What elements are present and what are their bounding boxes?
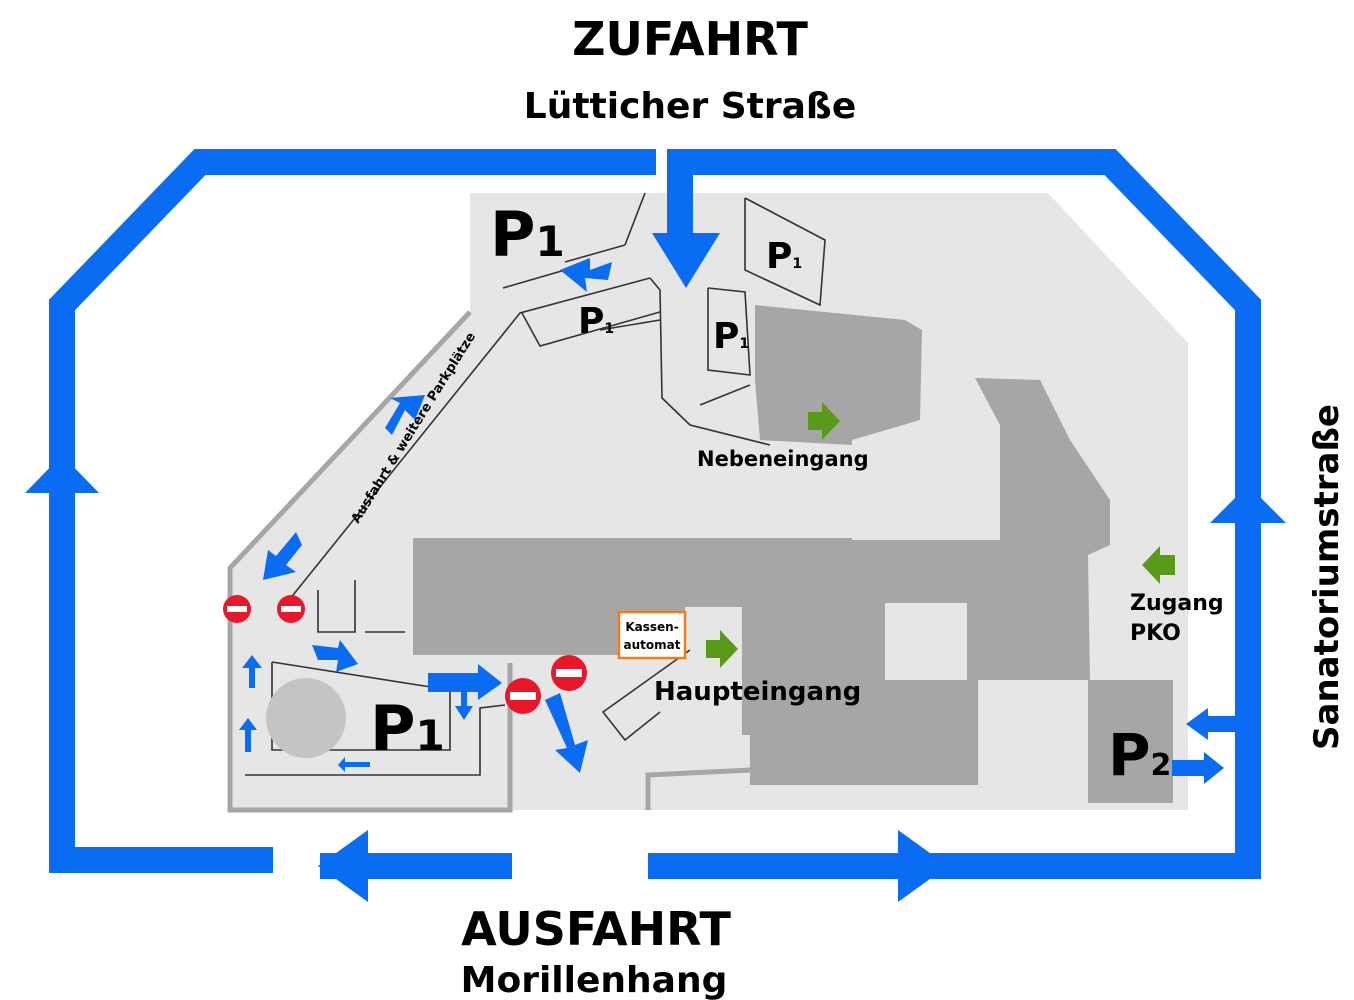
no-entry-signs	[223, 595, 587, 714]
no-entry-icon	[223, 595, 251, 623]
arrow-icon	[1172, 752, 1224, 784]
arrow-icon	[545, 693, 588, 773]
entrance-arrow-icon	[808, 402, 840, 440]
entry-street: Lütticher Straße	[524, 86, 857, 127]
arrow-icon	[898, 830, 948, 902]
pko-label-line2: PKO	[1130, 621, 1181, 646]
arrow-icon	[455, 682, 473, 720]
arrow-icon	[312, 640, 358, 672]
site-paths	[245, 192, 826, 776]
side-entrance-label: Nebeneingang	[697, 447, 869, 471]
arrow-icon	[1210, 485, 1286, 523]
site-outline	[227, 310, 751, 813]
p2-building	[1088, 680, 1173, 803]
route-arrowheads	[25, 233, 1286, 902]
exit-street: Morillenhang	[461, 960, 728, 1000]
kiosk-label-line1: Kassen-	[625, 620, 678, 634]
main-entrance-label: Haupteingang	[654, 677, 861, 707]
arrow-icon	[318, 830, 368, 902]
direction-arrows	[239, 258, 1238, 784]
arrow-icon	[652, 233, 720, 288]
entrance-arrow-icon	[1142, 546, 1175, 584]
no-entry-icon	[505, 678, 541, 714]
arrow-icon	[239, 718, 257, 752]
parking-label-p1-large: P1	[490, 198, 565, 271]
parking-label-p1-small: P1	[578, 301, 614, 342]
no-entry-icon	[277, 595, 305, 623]
kiosk-label-line2: automat	[624, 638, 681, 652]
arrow-icon	[338, 757, 370, 772]
parking-label-p1-small: P1	[713, 316, 749, 357]
exit-title: AUSFAHRT	[461, 902, 731, 956]
no-entry-icon	[551, 655, 587, 691]
courtyard	[885, 603, 967, 680]
entry-title: ZUFAHRT	[572, 12, 808, 66]
parking-label-p1-roundabout: P1	[370, 692, 445, 765]
arrow-icon	[263, 532, 302, 580]
entrance-arrow-icon	[706, 630, 738, 668]
pko-label-line1: Zugang	[1130, 591, 1224, 616]
parking-label-p1-small: P1	[766, 236, 802, 277]
parking-label-p2: P2	[1108, 721, 1171, 789]
arrow-icon	[1186, 708, 1238, 740]
entrance-arrows	[706, 402, 1175, 668]
arrow-icon	[242, 655, 262, 688]
kiosk-box	[617, 610, 687, 660]
arrow-icon	[25, 455, 99, 493]
arrow-icon	[385, 395, 425, 435]
arrow-icon	[560, 258, 612, 292]
side-street-label: Sanatoriumstraße	[1307, 404, 1347, 750]
roundabout	[266, 678, 346, 758]
